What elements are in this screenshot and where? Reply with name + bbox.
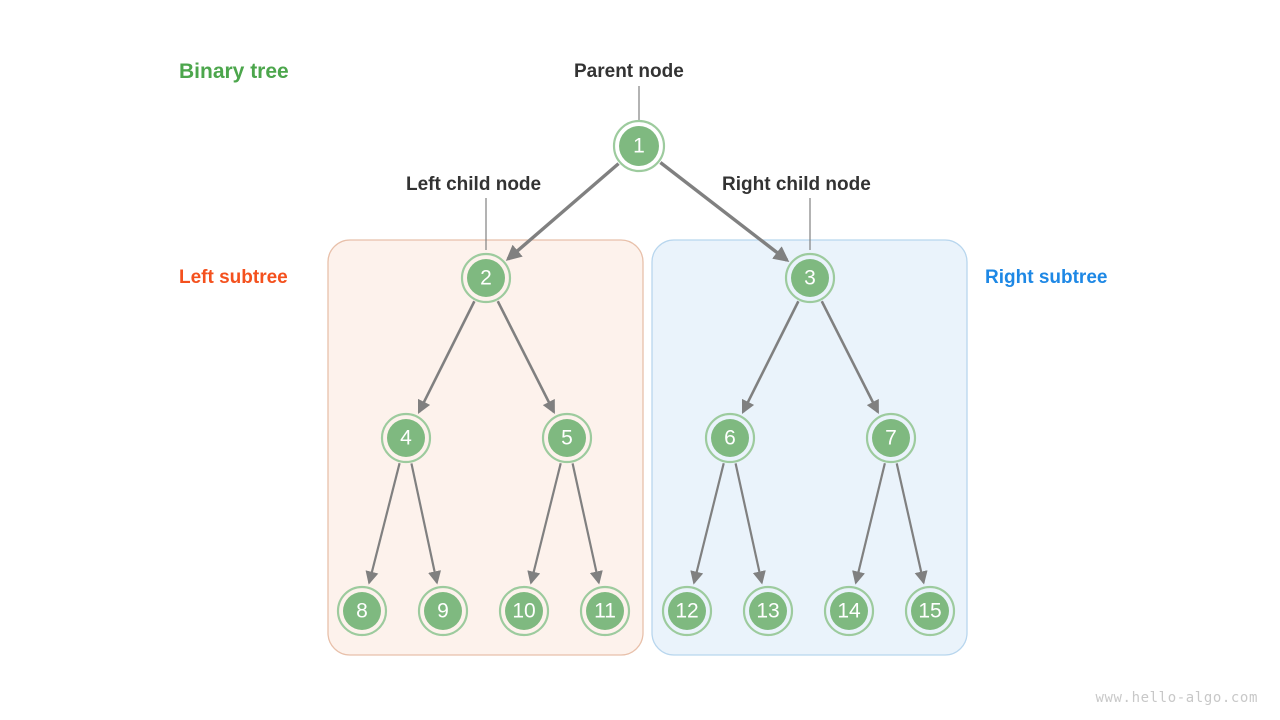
node-ring	[417, 585, 469, 637]
tree-node-9[interactable]: 9	[417, 585, 469, 637]
node-ring	[784, 252, 836, 304]
node-value: 9	[437, 600, 449, 623]
node-ring	[579, 585, 631, 637]
tree-node-7[interactable]: 7	[865, 412, 917, 464]
tree-node-13[interactable]: 13	[742, 585, 794, 637]
node-value: 6	[724, 427, 736, 450]
node-disc	[619, 126, 659, 166]
node-value: 7	[885, 427, 897, 450]
parent-node-label: Parent node	[574, 61, 684, 82]
node-ring	[460, 252, 512, 304]
node-ring	[498, 585, 550, 637]
node-disc	[586, 592, 624, 630]
node-ring	[612, 119, 666, 173]
tree-edge-2-to-5	[496, 300, 556, 415]
tree-node-6[interactable]: 6	[704, 412, 756, 464]
tree-edge-7-to-14	[852, 463, 886, 585]
node-ring	[904, 585, 956, 637]
tree-edge-2-to-4	[417, 300, 476, 414]
node-disc	[424, 592, 462, 630]
node-disc	[548, 419, 586, 457]
left-child-node-label: Left child node	[406, 174, 542, 195]
left-subtree-label: Left subtree	[179, 267, 288, 288]
node-disc	[711, 419, 749, 457]
node-value: 15	[918, 600, 941, 623]
node-value: 4	[400, 427, 412, 450]
tree-edge-3-to-7	[820, 300, 880, 415]
node-ring	[823, 585, 875, 637]
node-ring	[661, 585, 713, 637]
tree-node-11[interactable]: 11	[579, 585, 631, 637]
node-value: 14	[837, 600, 861, 623]
label-leader-lines	[485, 86, 811, 250]
node-ring	[336, 585, 388, 637]
tree-edge-6-to-13	[734, 463, 766, 585]
node-ring	[380, 412, 432, 464]
node-ring	[742, 585, 794, 637]
tree-node-12[interactable]: 12	[661, 585, 713, 637]
node-disc	[911, 592, 949, 630]
tree-node-4[interactable]: 4	[380, 412, 432, 464]
tree-edges	[365, 161, 928, 585]
tree-edge-3-to-6	[741, 300, 800, 414]
node-disc	[467, 259, 505, 297]
subtree-panels	[327, 239, 968, 656]
tree-edge-5-to-11	[571, 463, 603, 585]
node-disc	[668, 592, 706, 630]
tree-node-15[interactable]: 15	[904, 585, 956, 637]
right-subtree-label: Right subtree	[985, 267, 1108, 288]
tree-node-3[interactable]: 3	[784, 252, 836, 304]
tree-node-14[interactable]: 14	[823, 585, 875, 637]
tree-node-5[interactable]: 5	[541, 412, 593, 464]
node-disc	[791, 259, 829, 297]
node-disc	[872, 419, 910, 457]
node-value: 8	[356, 600, 368, 623]
node-disc	[343, 592, 381, 630]
node-value: 1	[633, 135, 645, 158]
tree-edge-1-to-3	[659, 161, 790, 262]
tree-edge-7-to-15	[895, 463, 928, 585]
right-child-node-label: Right child node	[722, 174, 871, 195]
node-value: 12	[675, 600, 698, 623]
node-ring	[704, 412, 756, 464]
node-value: 13	[756, 600, 779, 623]
tree-node-2[interactable]: 2	[460, 252, 512, 304]
tree-node-8[interactable]: 8	[336, 585, 388, 637]
node-ring	[541, 412, 593, 464]
node-disc	[749, 592, 787, 630]
tree-edge-5-to-10	[527, 462, 562, 585]
node-value: 2	[480, 267, 492, 290]
tree-edge-4-to-9	[410, 463, 442, 585]
node-disc	[505, 592, 543, 630]
tree-node-10[interactable]: 10	[498, 585, 550, 637]
node-ring	[865, 412, 917, 464]
node-value: 5	[561, 427, 573, 450]
node-value: 3	[804, 267, 816, 290]
node-value: 10	[512, 600, 535, 623]
tree-edge-6-to-12	[690, 462, 725, 585]
tree-node-1[interactable]: 1	[612, 119, 666, 173]
node-disc	[830, 592, 868, 630]
tree-edge-1-to-2	[505, 162, 620, 261]
diagram-title: Binary tree	[179, 60, 289, 83]
node-value: 11	[594, 600, 616, 623]
node-disc	[387, 419, 425, 457]
tree-edge-4-to-8	[365, 462, 401, 585]
watermark: www.hello-algo.com	[1095, 690, 1258, 706]
